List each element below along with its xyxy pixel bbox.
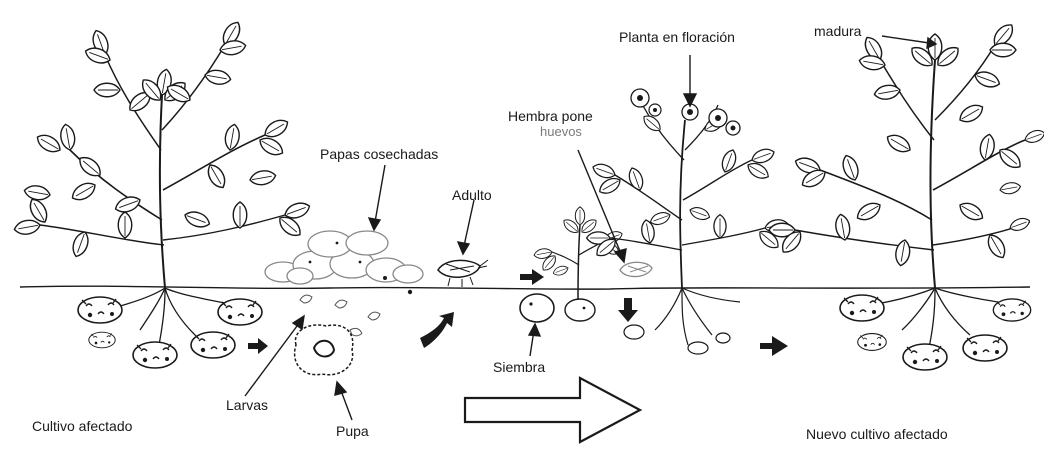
left-damaged-tubers [78,297,262,368]
left-plant-leaves [13,19,312,259]
label-siembra: Siembra [493,360,545,374]
label-pupa: Pupa [336,424,369,438]
harvested-potatoes-pile [265,231,423,294]
right-plant-leaves [769,21,1044,267]
arrow-icon [369,218,380,230]
label-planta-madura: madura [814,24,861,38]
pupa [295,325,353,375]
seed-tuber [520,294,595,322]
label-hembra-pone: Hembra pone [508,109,593,123]
arrow-icon [529,324,540,336]
adult-moth [438,260,488,287]
female-moth [620,262,652,276]
arrow-icon [458,242,469,254]
arrow-icon [293,316,304,329]
flowering-plant [610,100,765,288]
right-damaged-tubers [840,295,1031,370]
arrow-icon [420,312,454,348]
pointer-larvas [245,322,300,396]
label-adulto: Adulto [452,188,492,202]
label-huevos: huevos [540,125,582,138]
label-papas-cosechadas: Papas cosechadas [320,147,438,161]
arrow-icon [520,269,544,285]
arrow-icon [684,94,696,106]
flowering-plant-tubers [624,325,730,354]
arrow-icon [335,382,346,395]
label-nuevo-cultivo-afectado: Nuevo cultivo afectado [806,427,948,441]
arrow-icon [248,338,268,354]
label-cultivo-afectado: Cultivo afectado [32,419,132,433]
pointer-papas [375,165,385,222]
hollow-right-arrow-icon [465,378,640,442]
arrow-icon [618,298,638,322]
arrow-icon [760,336,788,356]
label-planta-floracion: Planta en floración [619,30,735,44]
pointer-adulto [464,200,474,246]
arrow-icon [615,249,626,262]
ground-line [20,286,1030,289]
label-larvas: Larvas [226,398,268,412]
